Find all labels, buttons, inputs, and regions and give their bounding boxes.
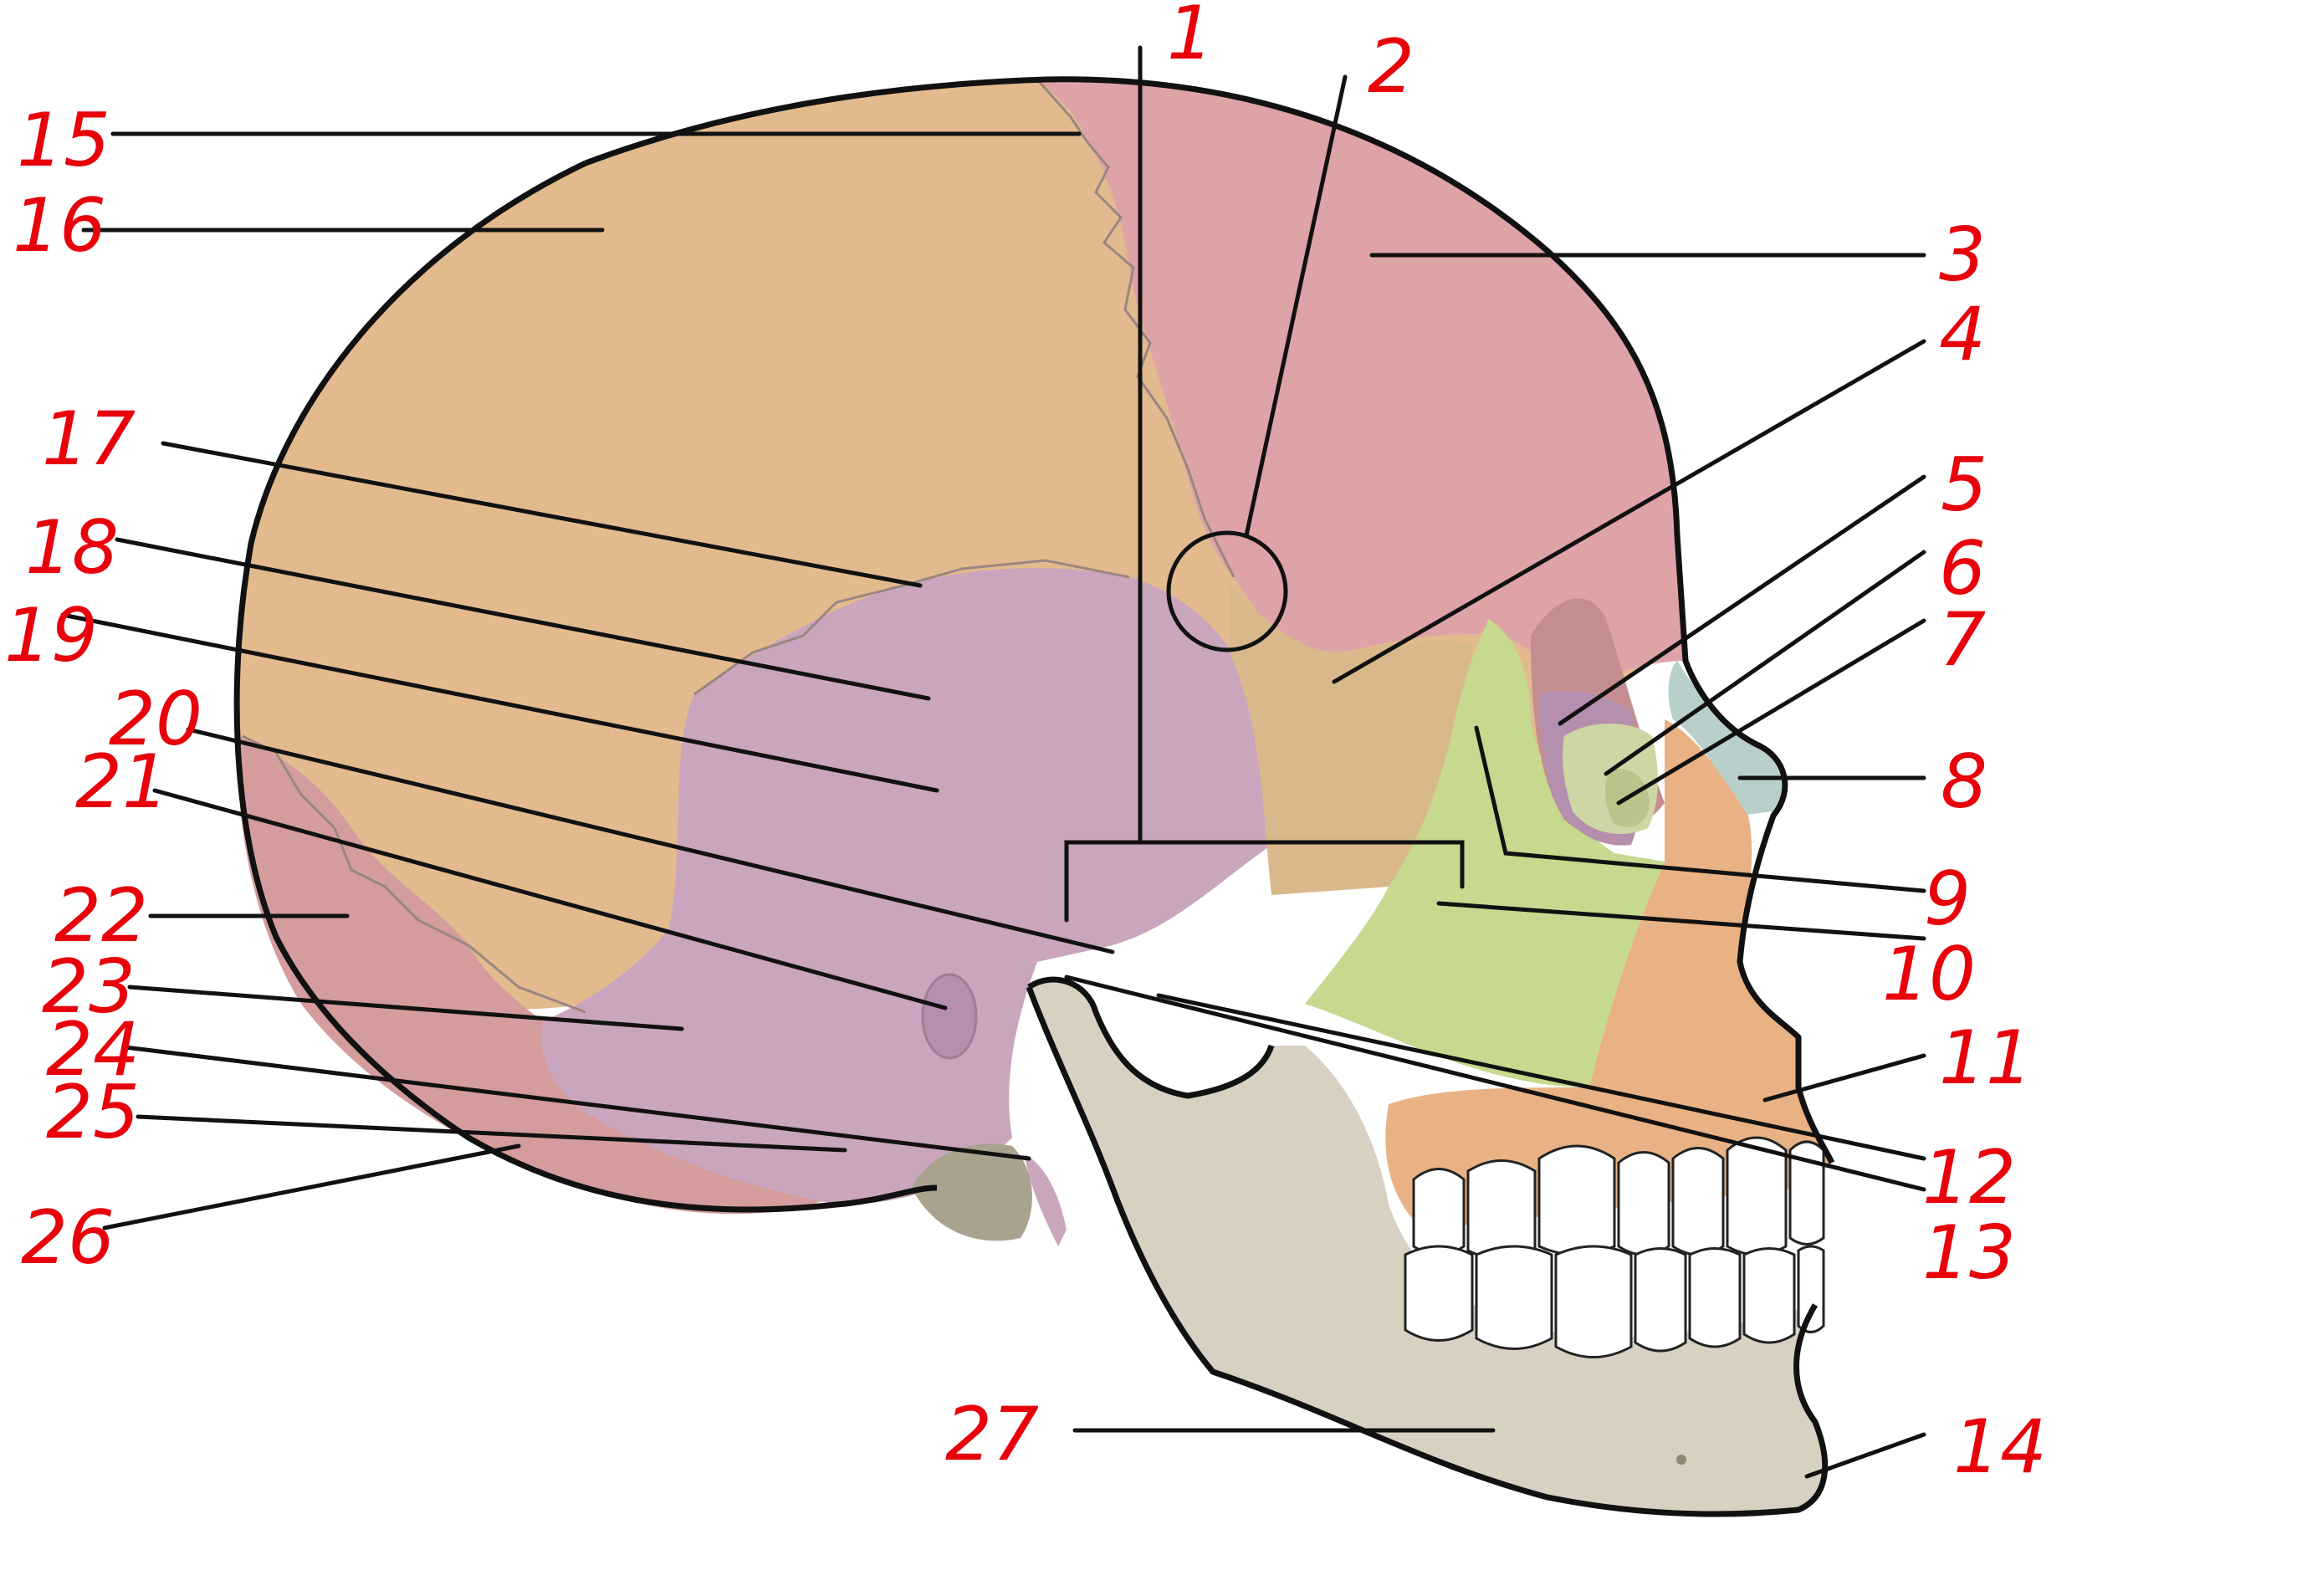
leader-23 bbox=[127, 985, 684, 1031]
leader-21 bbox=[152, 788, 948, 1010]
leader-20 bbox=[186, 727, 1115, 954]
label-13: 13 bbox=[1922, 1210, 2016, 1296]
leader-10 bbox=[1436, 901, 1926, 941]
label-20: 20 bbox=[109, 676, 202, 762]
label-25: 25 bbox=[46, 1069, 140, 1155]
cranium-back-outline bbox=[233, 160, 938, 1213]
skull-bones bbox=[233, 76, 1835, 1517]
label-24: 24 bbox=[46, 1006, 140, 1092]
leader-lines bbox=[60, 45, 1926, 1479]
label-22: 22 bbox=[54, 872, 148, 959]
label-17: 17 bbox=[42, 396, 136, 482]
leader-24 bbox=[123, 1045, 1031, 1161]
lambdoid-suture bbox=[242, 734, 586, 1014]
label-1: 1 bbox=[1167, 0, 1214, 76]
zygomatic-bone bbox=[1305, 619, 1665, 1087]
leader-4 bbox=[1332, 339, 1926, 684]
leader-25 bbox=[136, 1114, 847, 1153]
label-27: 27 bbox=[945, 1391, 1039, 1477]
label-12: 12 bbox=[1922, 1134, 2016, 1220]
label-5: 5 bbox=[1941, 442, 1987, 528]
temporal-bone bbox=[541, 568, 1271, 1205]
label-10: 10 bbox=[1882, 931, 1976, 1017]
cranium-outline bbox=[584, 76, 1835, 1164]
label-3: 3 bbox=[1939, 212, 1986, 298]
label-16: 16 bbox=[13, 182, 106, 269]
pterion-circle bbox=[1166, 530, 1288, 652]
label-19: 19 bbox=[4, 592, 98, 678]
leader-13 bbox=[1064, 974, 1926, 1192]
label-11: 11 bbox=[1939, 1015, 2033, 1101]
label-4: 4 bbox=[1939, 291, 1986, 377]
number-labels: 1 2 3 4 5 6 7 8 9 10 11 12 13 14 15 16 1… bbox=[4, 0, 2047, 1490]
leader-26 bbox=[102, 1143, 521, 1230]
leader-12 bbox=[1156, 993, 1926, 1161]
mandible-outline bbox=[1026, 976, 1829, 1517]
mastoid-process bbox=[912, 1143, 1032, 1241]
leader-14 bbox=[1804, 1432, 1926, 1479]
squamous-suture bbox=[693, 559, 1130, 696]
label-21: 21 bbox=[75, 739, 169, 825]
label-14: 14 bbox=[1953, 1404, 2047, 1490]
label-26: 26 bbox=[21, 1194, 115, 1281]
leader-1-bracket bbox=[1064, 840, 1465, 923]
mandible-bone bbox=[1029, 980, 1825, 1514]
teeth bbox=[1404, 1136, 1825, 1358]
sphenoid-bone bbox=[1230, 586, 1472, 895]
mental-foramen bbox=[1676, 1455, 1686, 1465]
label-15: 15 bbox=[17, 97, 110, 183]
leader-7 bbox=[1616, 618, 1926, 806]
label-23: 23 bbox=[42, 944, 136, 1030]
leader-18 bbox=[115, 537, 931, 701]
external-acoustic-meatus bbox=[921, 973, 978, 1060]
leader-19 bbox=[60, 612, 939, 793]
leader-9 bbox=[1474, 725, 1926, 893]
frontal-bone bbox=[1037, 79, 1686, 687]
label-8: 8 bbox=[1941, 739, 1987, 825]
leader-2 bbox=[1244, 74, 1348, 538]
label-2: 2 bbox=[1368, 23, 1415, 110]
coronal-suture bbox=[1036, 79, 1235, 578]
label-7: 7 bbox=[1939, 596, 1986, 683]
label-6: 6 bbox=[1939, 525, 1986, 611]
styloid-process bbox=[1025, 1154, 1067, 1246]
leader-6 bbox=[1604, 550, 1926, 776]
leader-5 bbox=[1558, 474, 1926, 726]
leader-17 bbox=[161, 441, 923, 588]
label-18: 18 bbox=[25, 504, 119, 591]
maxilla-bone bbox=[1385, 719, 1832, 1230]
leader-11 bbox=[1762, 1053, 1926, 1102]
label-9: 9 bbox=[1924, 856, 1971, 942]
